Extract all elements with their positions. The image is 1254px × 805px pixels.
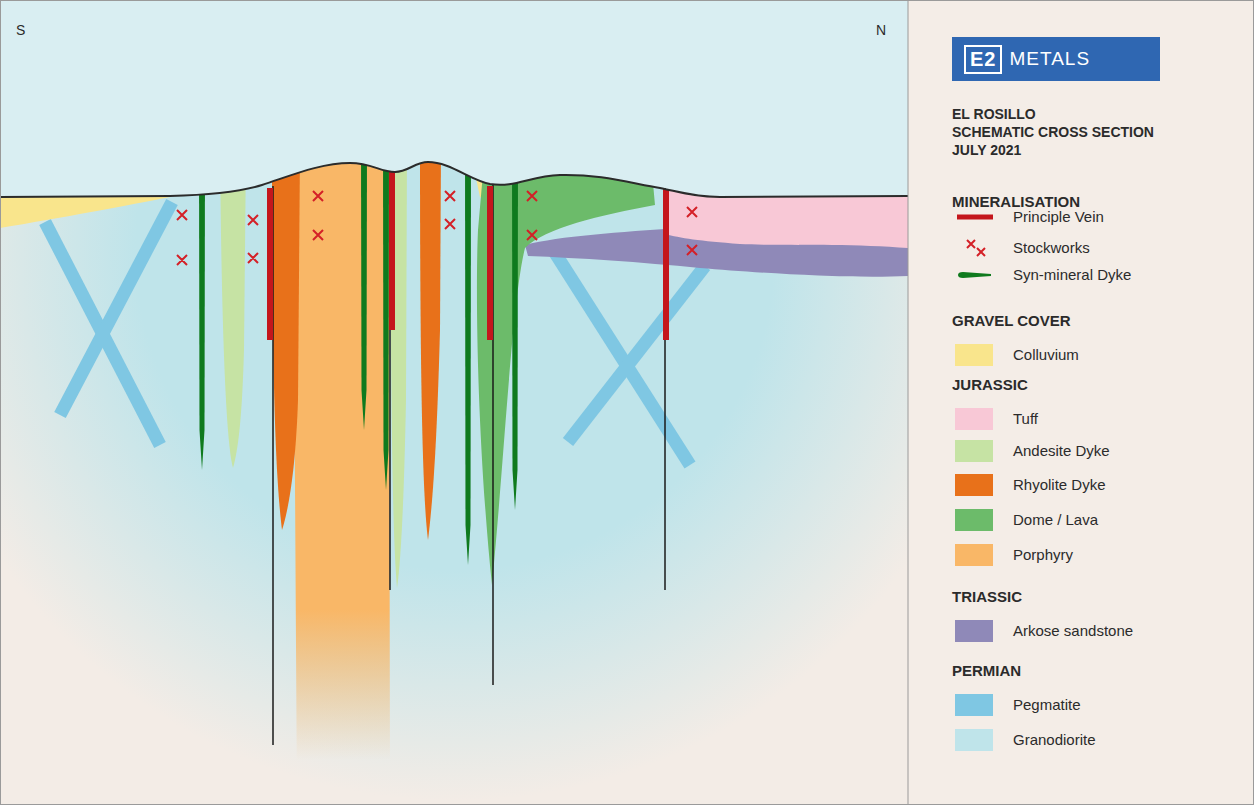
- principle-vein: [389, 172, 395, 330]
- compass-south: S: [16, 22, 25, 38]
- andesite-dyke: [390, 150, 407, 588]
- syn-mineral-dyke: [383, 150, 389, 490]
- rhyolite-dyke: [420, 150, 441, 540]
- legend-panel: [908, 0, 1254, 805]
- legend-heading: MINERALISATION: [952, 193, 1080, 210]
- syn-mineral-dyke: [361, 150, 367, 430]
- vein-sample: [957, 215, 993, 220]
- pegmatite: [568, 266, 705, 442]
- legend-swatch: [955, 344, 993, 366]
- legend-heading: GRAVEL COVER: [952, 312, 1071, 329]
- drill-hole: [664, 188, 666, 590]
- legend-swatch: [955, 408, 993, 430]
- legend-label: Arkose sandstone: [1013, 622, 1133, 639]
- rhyolite-dyke: [272, 150, 300, 530]
- porphyry: [294, 150, 390, 805]
- colluvium: [0, 150, 170, 228]
- dome-lava: [477, 150, 655, 585]
- sky: [0, 0, 908, 805]
- syn-mineral-dyke: [465, 150, 471, 565]
- legend-label: Andesite Dyke: [1013, 442, 1110, 459]
- legend-label: Colluvium: [1013, 346, 1079, 363]
- compass-north: N: [876, 22, 886, 38]
- pegmatite: [60, 202, 172, 415]
- syn-mineral-dyke: [199, 150, 205, 470]
- legend-swatch: [955, 509, 993, 531]
- legend-swatch: [955, 544, 993, 566]
- legend-swatch: [955, 620, 993, 642]
- logo-box: E2 METALS: [952, 37, 1160, 81]
- legend-swatch: [955, 474, 993, 496]
- legend-swatch: [955, 694, 993, 716]
- legend-heading: PERMIAN: [952, 662, 1021, 679]
- drill-holes: [273, 171, 665, 745]
- legend-label: Pegmatite: [1013, 696, 1081, 713]
- legend-sample: [955, 264, 993, 286]
- tuff: [665, 150, 908, 248]
- legend-label: Stockworks: [1013, 239, 1090, 256]
- dyke-sample: [958, 272, 991, 278]
- syn-mineral-dyke: [512, 150, 518, 510]
- subtitle: SCHEMATIC CROSS SECTION: [952, 124, 1154, 140]
- legend-heading: JURASSIC: [952, 376, 1028, 393]
- legend-label: Dome / Lava: [1013, 511, 1098, 528]
- principle-vein: [267, 188, 273, 340]
- legend-heading: TRIASSIC: [952, 588, 1022, 605]
- legend-label: Rhyolite Dyke: [1013, 476, 1106, 493]
- legend-label: Porphyry: [1013, 546, 1073, 563]
- granodiorite: [0, 150, 908, 805]
- principle-vein: [663, 189, 669, 340]
- logo-mark: E2: [964, 45, 1002, 74]
- legend-sample: [955, 237, 993, 259]
- logo-word: METALS: [1009, 48, 1090, 70]
- legend-swatch: [955, 440, 993, 462]
- stockwork-sample: [967, 240, 985, 256]
- principle-vein: [487, 186, 493, 340]
- geology: [0, 150, 908, 805]
- panel-divider: [908, 0, 909, 805]
- title: EL ROSILLO: [952, 106, 1036, 122]
- date: JULY 2021: [952, 142, 1021, 158]
- legend-label: Granodiorite: [1013, 731, 1096, 748]
- legend-swatch: [955, 729, 993, 751]
- legend-label: Syn-mineral Dyke: [1013, 266, 1131, 283]
- legend-label: Principle Vein: [1013, 208, 1104, 225]
- syn-mineral-dykes: [199, 150, 518, 565]
- legend-sample: [955, 206, 993, 228]
- principle-veins: [270, 172, 666, 340]
- legend-label: Tuff: [1013, 410, 1038, 427]
- stockworks: [177, 191, 697, 265]
- andesite-dyke: [220, 150, 246, 468]
